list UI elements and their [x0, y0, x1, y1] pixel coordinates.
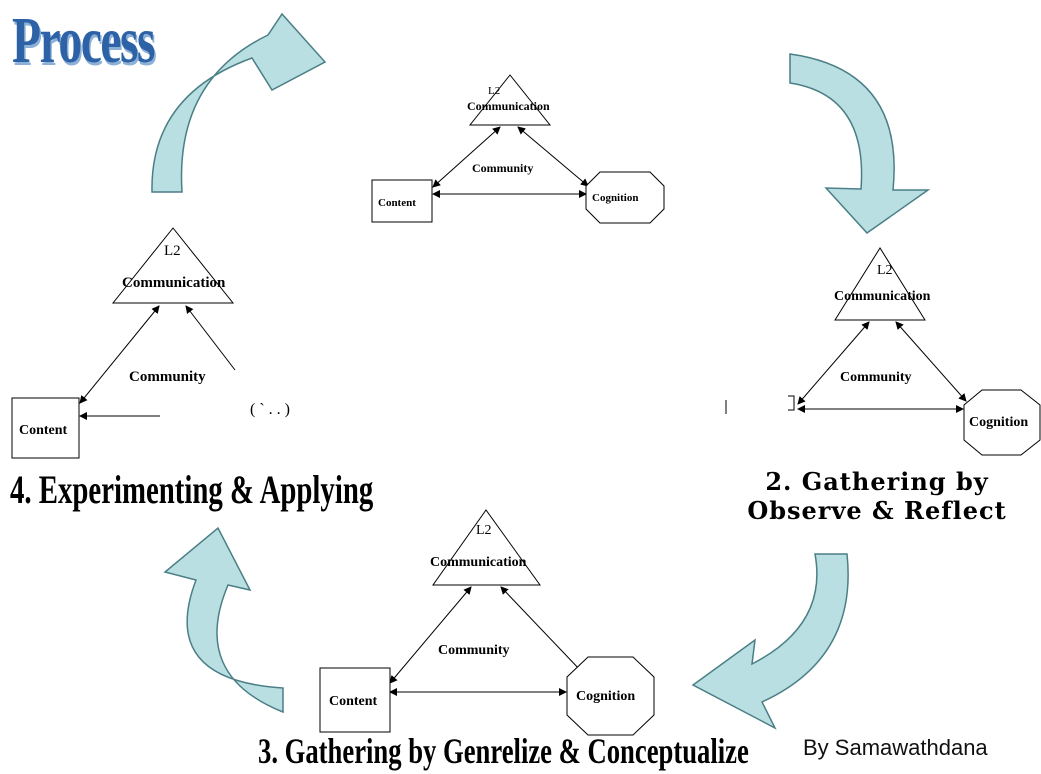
communication-label: Communication [430, 555, 527, 570]
clipped-fragment: ( ` . . ) [250, 401, 290, 418]
cognition-octagon [585, 171, 665, 224]
content-box [371, 179, 433, 223]
communication-label: Communication [122, 275, 226, 291]
content-label: Content [19, 423, 68, 438]
l2-label: L2 [877, 263, 893, 278]
cognition-label: Cognition [576, 689, 635, 704]
edge-cognition-communication [500, 586, 583, 673]
communication-triangle [468, 74, 552, 126]
cognition-label: Cognition [969, 415, 1028, 430]
community-label: Community [840, 370, 912, 385]
communication-label: Communication [834, 289, 931, 304]
content-label: Content [329, 694, 378, 709]
community-label: Community [129, 369, 206, 385]
content-box [319, 667, 391, 733]
cognition-octagon [963, 389, 1041, 456]
community-label: Community [472, 161, 533, 175]
edge-content-communication [797, 321, 870, 405]
content-label: Content [378, 197, 416, 209]
cycle-arrow-bottom-left [163, 526, 284, 714]
edge-cognition-communication [895, 321, 967, 402]
clipped-content-edge [788, 395, 795, 411]
page-title: Process [12, 4, 156, 77]
stage-2-label: 2. Gathering by Observe & Reflect [727, 467, 1027, 526]
author-credit: By Samawathdana [803, 735, 988, 760]
l2-label: L2 [164, 243, 181, 259]
stage-2-label-line1: 2. Gathering by [765, 467, 989, 496]
edge-content-communication [79, 305, 160, 404]
content-box [11, 397, 80, 459]
triangle-diagram-left: L2 Communication Community Content ( ` .… [11, 227, 727, 459]
triangle-diagram-top: L2 Communication Community Content Cogni… [371, 74, 665, 224]
triangle-diagram-right: L2 Communication Community Cognition [788, 247, 1041, 456]
stage-4-label: 4. Experimenting & Applying [10, 467, 374, 512]
stage-2-label-line2: Observe & Reflect [747, 495, 1007, 525]
l2-label: L2 [488, 85, 500, 97]
edge-communication-cognition [185, 305, 236, 371]
community-label: Community [438, 643, 510, 658]
edge-cognition-communication [517, 126, 589, 187]
communication-triangle [432, 509, 541, 586]
cycle-arrow-top-left [151, 12, 327, 193]
edge-content-communication [389, 586, 472, 684]
communication-triangle [111, 227, 235, 304]
communication-label: Communication [467, 99, 550, 113]
l2-label: L2 [476, 523, 492, 538]
cycle-arrow-top-right [789, 53, 931, 234]
communication-triangle [834, 247, 926, 321]
cognition-label: Cognition [592, 192, 638, 204]
cycle-arrow-bottom-right [691, 553, 849, 730]
stage-3-label: 3. Gathering by Genrelize & Conceptualiz… [258, 731, 749, 771]
cognition-octagon [566, 656, 655, 736]
triangle-diagram-bottom: L2 Communication Community Content Cogni… [319, 509, 655, 736]
edge-content-communication [432, 126, 501, 188]
